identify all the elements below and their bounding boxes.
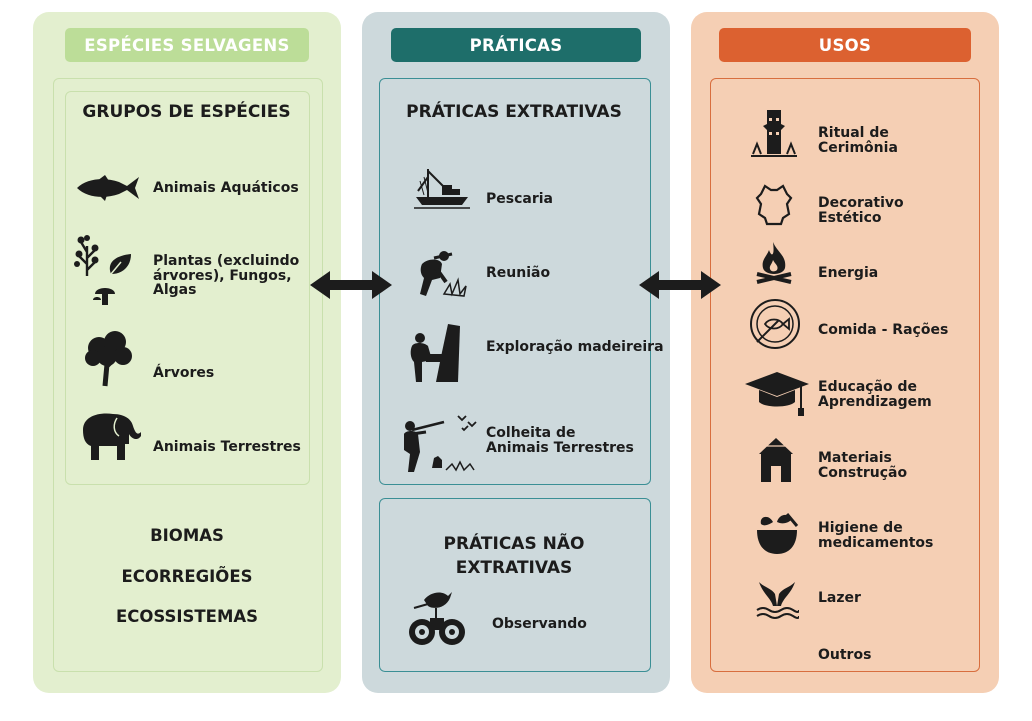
wild-species-box <box>53 78 323 672</box>
hunter-icon <box>404 415 477 472</box>
item-fishing: Pescaria <box>486 191 553 207</box>
species-groups-box <box>65 91 310 485</box>
item-plants: Plantas (excluindo árvores), Fungos, Alg… <box>153 253 300 298</box>
item-hunting: Colheita de Animais Terrestres <box>486 425 634 456</box>
totem-icon <box>751 110 797 157</box>
species-groups-title: GRUPOS DE ESPÉCIES <box>82 102 291 122</box>
item-trees: Árvores <box>153 365 215 381</box>
elephant-icon <box>83 413 141 460</box>
item-logging: Exploração madeireira <box>486 339 664 355</box>
practices-column: PRÁTICAS PRÁTICAS EXTRATIVAS Pescaria Re… <box>362 12 670 693</box>
fire-icon <box>756 242 792 284</box>
item-education: Educação de Aprendizagem <box>818 379 932 410</box>
item-construction: Materiais Construção <box>818 450 908 481</box>
item-observing: Observando <box>492 616 587 632</box>
gathering-person-icon <box>420 251 467 297</box>
graduation-cap-icon <box>745 372 809 416</box>
item-energy: Energia <box>818 265 879 281</box>
mortar-icon <box>757 513 799 554</box>
item-food: Comida - Rações <box>818 322 949 338</box>
item-others: Outros <box>818 647 872 663</box>
double-arrow-left-icon <box>310 271 392 299</box>
fishing-boat-icon <box>414 169 470 209</box>
hide-icon <box>755 184 793 226</box>
logging-icon <box>410 324 460 382</box>
item-leisure: Lazer <box>818 590 861 606</box>
plate-fish-icon <box>750 299 800 349</box>
tree-icon <box>85 331 132 387</box>
uses-header: USOS <box>719 28 971 62</box>
nonextractive-practices-title: PRÁTICAS NÃO EXTRATIVAS <box>443 534 585 578</box>
ecoregions-label: ECORREGIÕES <box>121 567 253 586</box>
extractive-practices-title: PRÁTICAS EXTRATIVAS <box>406 102 622 122</box>
item-medicine: Higiene de medicamentos <box>818 520 934 551</box>
wild-species-header: ESPÉCIES SELVAGENS <box>65 28 309 62</box>
ecosystems-label: ECOSSISTEMAS <box>115 607 259 626</box>
double-arrow-right-icon <box>639 271 721 299</box>
item-gathering: Reunião <box>486 265 551 281</box>
biomes-label: BIOMAS <box>150 526 224 545</box>
plants-icon <box>74 235 131 305</box>
item-ritual: Ritual de Cerimônia <box>818 125 898 156</box>
item-terrestrial-animals: Animais Terrestres <box>153 439 301 455</box>
uses-box <box>710 78 980 672</box>
nonextractive-practices-box <box>379 498 651 672</box>
practices-header: PRÁTICAS <box>391 28 641 62</box>
wild-species-column: ESPÉCIES SELVAGENS GRUPOS DE ESPÉCIES An… <box>33 12 341 693</box>
item-decorative: Decorativo Estético <box>818 195 904 226</box>
hut-icon <box>759 438 793 482</box>
binoculars-bird-icon <box>409 592 465 645</box>
whale-tail-icon <box>756 582 799 619</box>
uses-column: USOS Ritual de Cerimônia Decorativo Esté… <box>691 12 999 693</box>
fish-icon <box>77 175 139 201</box>
item-aquatic-animals: Animais Aquáticos <box>153 180 299 196</box>
